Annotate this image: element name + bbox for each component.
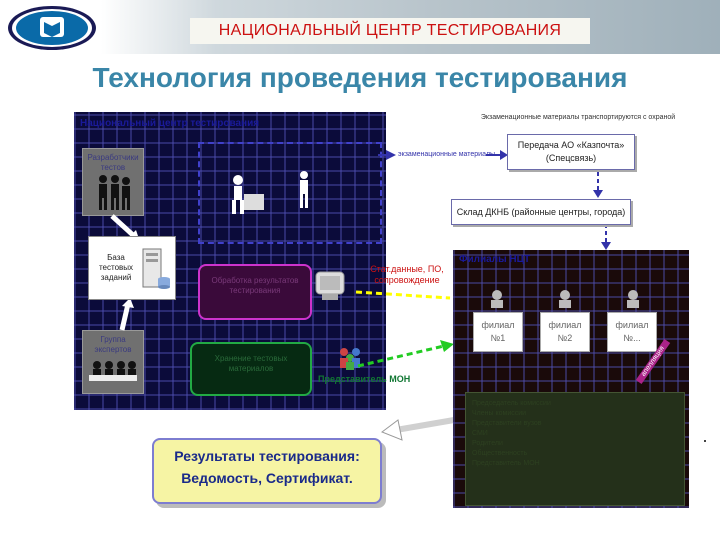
org-title: НАЦИОНАЛЬНЫЙ ЦЕНТР ТЕСТИРОВАНИЯ xyxy=(190,18,590,44)
list-item: Представители вузов xyxy=(472,420,542,427)
operator-icons xyxy=(491,290,639,308)
representatives-icon xyxy=(340,348,360,370)
filial-2-line1: филиал xyxy=(548,320,582,330)
people-icon xyxy=(99,175,130,210)
storage-zone: Хранение тестовых материалов xyxy=(190,342,312,396)
person-at-desk-icon xyxy=(232,175,264,214)
computer-icon xyxy=(315,271,345,300)
filial-1: филиал №1 xyxy=(473,312,523,352)
person-icon xyxy=(300,171,308,208)
mon-representative-label: Представитель МОН xyxy=(318,374,411,384)
list-item: Председатель комиссии xyxy=(472,400,551,407)
list-item: СМИ xyxy=(472,430,488,437)
developers-box: Разработчики тестов xyxy=(82,148,144,216)
branch-commission-list: Председатель комиссии Члены комиссии Пре… xyxy=(465,392,685,506)
experts-box: Группа экспертов xyxy=(82,330,144,394)
list-item: Представитель МОН xyxy=(472,460,540,467)
kazpochta-line2: (Спецсвязь) xyxy=(545,153,597,163)
results-callout: Результаты тестирования: Ведомость, Серт… xyxy=(152,438,382,504)
filial-3-line2: №... xyxy=(623,333,641,343)
list-item: Общественность xyxy=(472,450,528,457)
list-item: Члены комиссии xyxy=(472,410,527,417)
top-note: Экзаменационные материалы транспортируют… xyxy=(480,114,676,121)
experts-icon xyxy=(89,361,137,381)
kazpochta-line1: Передача АО «Казпочта» xyxy=(517,140,625,150)
exam-materials-label: экзаменационные материалы xyxy=(398,151,496,158)
results-docs: Ведомость, Сертификат. xyxy=(181,470,353,486)
filial-1-line2: №1 xyxy=(490,333,506,343)
ntc-block: Национальный центр тестирования Разработ… xyxy=(74,112,386,410)
page-title: Технология проведения тестирования xyxy=(92,62,628,93)
processing-label: Обработка результатов тестирования xyxy=(211,276,299,295)
ntc-block-label: Национальный центр тестирования xyxy=(80,118,260,129)
stat-data-label: Стат.данные, ПО, сопровождение xyxy=(370,264,444,285)
filial-2-line2: №2 xyxy=(557,333,573,343)
list-item: Родители xyxy=(472,440,503,447)
branches-label: Филиалы НЦТ xyxy=(459,254,531,265)
experts-label: Группа экспертов xyxy=(94,335,132,354)
filial-3-line1: филиал xyxy=(615,320,649,330)
developers-label: Разработчики тестов xyxy=(87,153,139,172)
results-title: Результаты тестирования: xyxy=(174,448,360,464)
processing-zone: Обработка результатов тестирования xyxy=(198,264,312,320)
stray-dot xyxy=(704,440,706,442)
test-database-box: База тестовых заданий xyxy=(88,236,176,300)
kazpochta-box: Передача АО «Казпочта» (Спецсвязь) xyxy=(507,134,635,170)
sklad-box: Склад ДКНБ (районные центры, города) xyxy=(451,199,631,225)
filial-1-line1: филиал xyxy=(481,320,515,330)
storage-label: Хранение тестовых материалов xyxy=(214,354,288,373)
ntc-logo xyxy=(6,4,98,52)
commission-list: Председатель комиссии Члены комиссии Пре… xyxy=(472,399,551,469)
filial-2: филиал №2 xyxy=(540,312,590,352)
server-icon xyxy=(142,248,170,289)
database-label: База тестовых заданий xyxy=(98,253,134,282)
experts-zone xyxy=(198,142,382,244)
filial-3: филиал №... xyxy=(607,312,657,352)
